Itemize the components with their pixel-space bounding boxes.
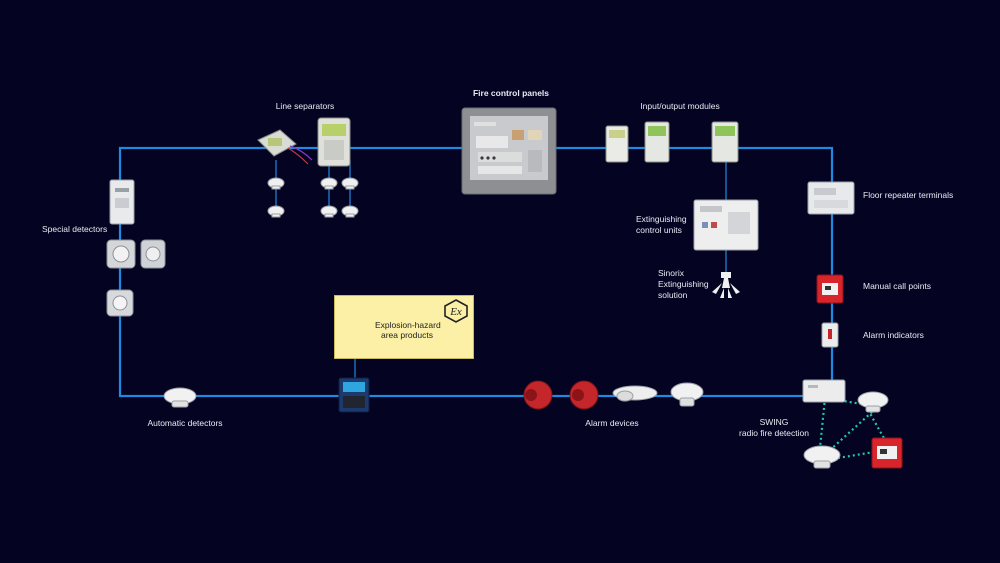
label-swing: SWING radio fire detection (739, 417, 809, 439)
extinguishing-control-unit (693, 199, 759, 251)
label-sinorix-line1: Sinorix (658, 268, 684, 278)
ex-mark-text: Ex (449, 306, 462, 318)
ex-barrier-module (338, 377, 370, 413)
label-extinguishing-line2: control units (636, 225, 682, 235)
alarm-indicator (821, 322, 839, 348)
swing-radio-detector-2 (803, 445, 841, 469)
special-detector-beam (109, 179, 135, 225)
label-extinguishing-line1: Extinguishing (636, 214, 687, 224)
manual-call-point (816, 274, 844, 304)
special-detector-round (140, 239, 166, 269)
label-alarm-indicators: Alarm indicators (863, 330, 924, 340)
label-floor-repeater: Floor repeater terminals (863, 190, 954, 200)
label-swing-line2: radio fire detection (739, 428, 809, 438)
label-manual-call-points: Manual call points (863, 281, 932, 291)
label-special-detectors: Special detectors (42, 224, 108, 234)
sinorix-nozzle (712, 272, 740, 298)
alarm-detector-sounder (670, 382, 704, 407)
swing-gateway (802, 379, 846, 403)
label-automatic-detectors: Automatic detectors (147, 418, 223, 428)
label-alarm-devices: Alarm devices (585, 418, 639, 428)
fire-control-panel (461, 107, 557, 195)
line-separator-module (317, 117, 351, 167)
alarm-base-sounder (612, 385, 658, 402)
label-sinorix: Sinorix Extinguishing solution (658, 268, 709, 301)
explosion-hazard-line2: area products (381, 330, 433, 340)
special-detector-box (106, 239, 136, 269)
label-fire-control-panels: Fire control panels (472, 88, 550, 98)
label-extinguishing-control-units: Extinguishing control units (636, 214, 687, 236)
alarm-sounder-2 (569, 380, 599, 410)
alarm-sounder-1 (523, 380, 553, 410)
special-detector-flame (106, 289, 134, 317)
swing-radio-detector-1 (857, 391, 889, 413)
label-sinorix-line2: Extinguishing (658, 279, 709, 289)
separator-detectors (267, 177, 359, 218)
floor-repeater-terminal (807, 181, 855, 215)
swing-radio-call-point (871, 437, 903, 469)
label-sinorix-line3: solution (658, 290, 688, 300)
ex-hexagon-icon: Ex (444, 299, 468, 323)
automatic-detector (163, 387, 197, 408)
explosion-hazard-line1: Explosion-hazard (375, 320, 441, 330)
io-module-1 (605, 125, 629, 163)
label-io-modules: Input/output modules (640, 101, 720, 111)
io-module-3 (711, 121, 739, 163)
explosion-hazard-box: Explosion-hazard area products Ex (334, 295, 474, 359)
label-line-separators: Line separators (275, 101, 335, 111)
io-module-2 (644, 121, 670, 163)
line-separator-small (257, 129, 313, 165)
explosion-hazard-label: Explosion-hazard area products (375, 320, 441, 340)
label-swing-line1: SWING (759, 417, 789, 427)
